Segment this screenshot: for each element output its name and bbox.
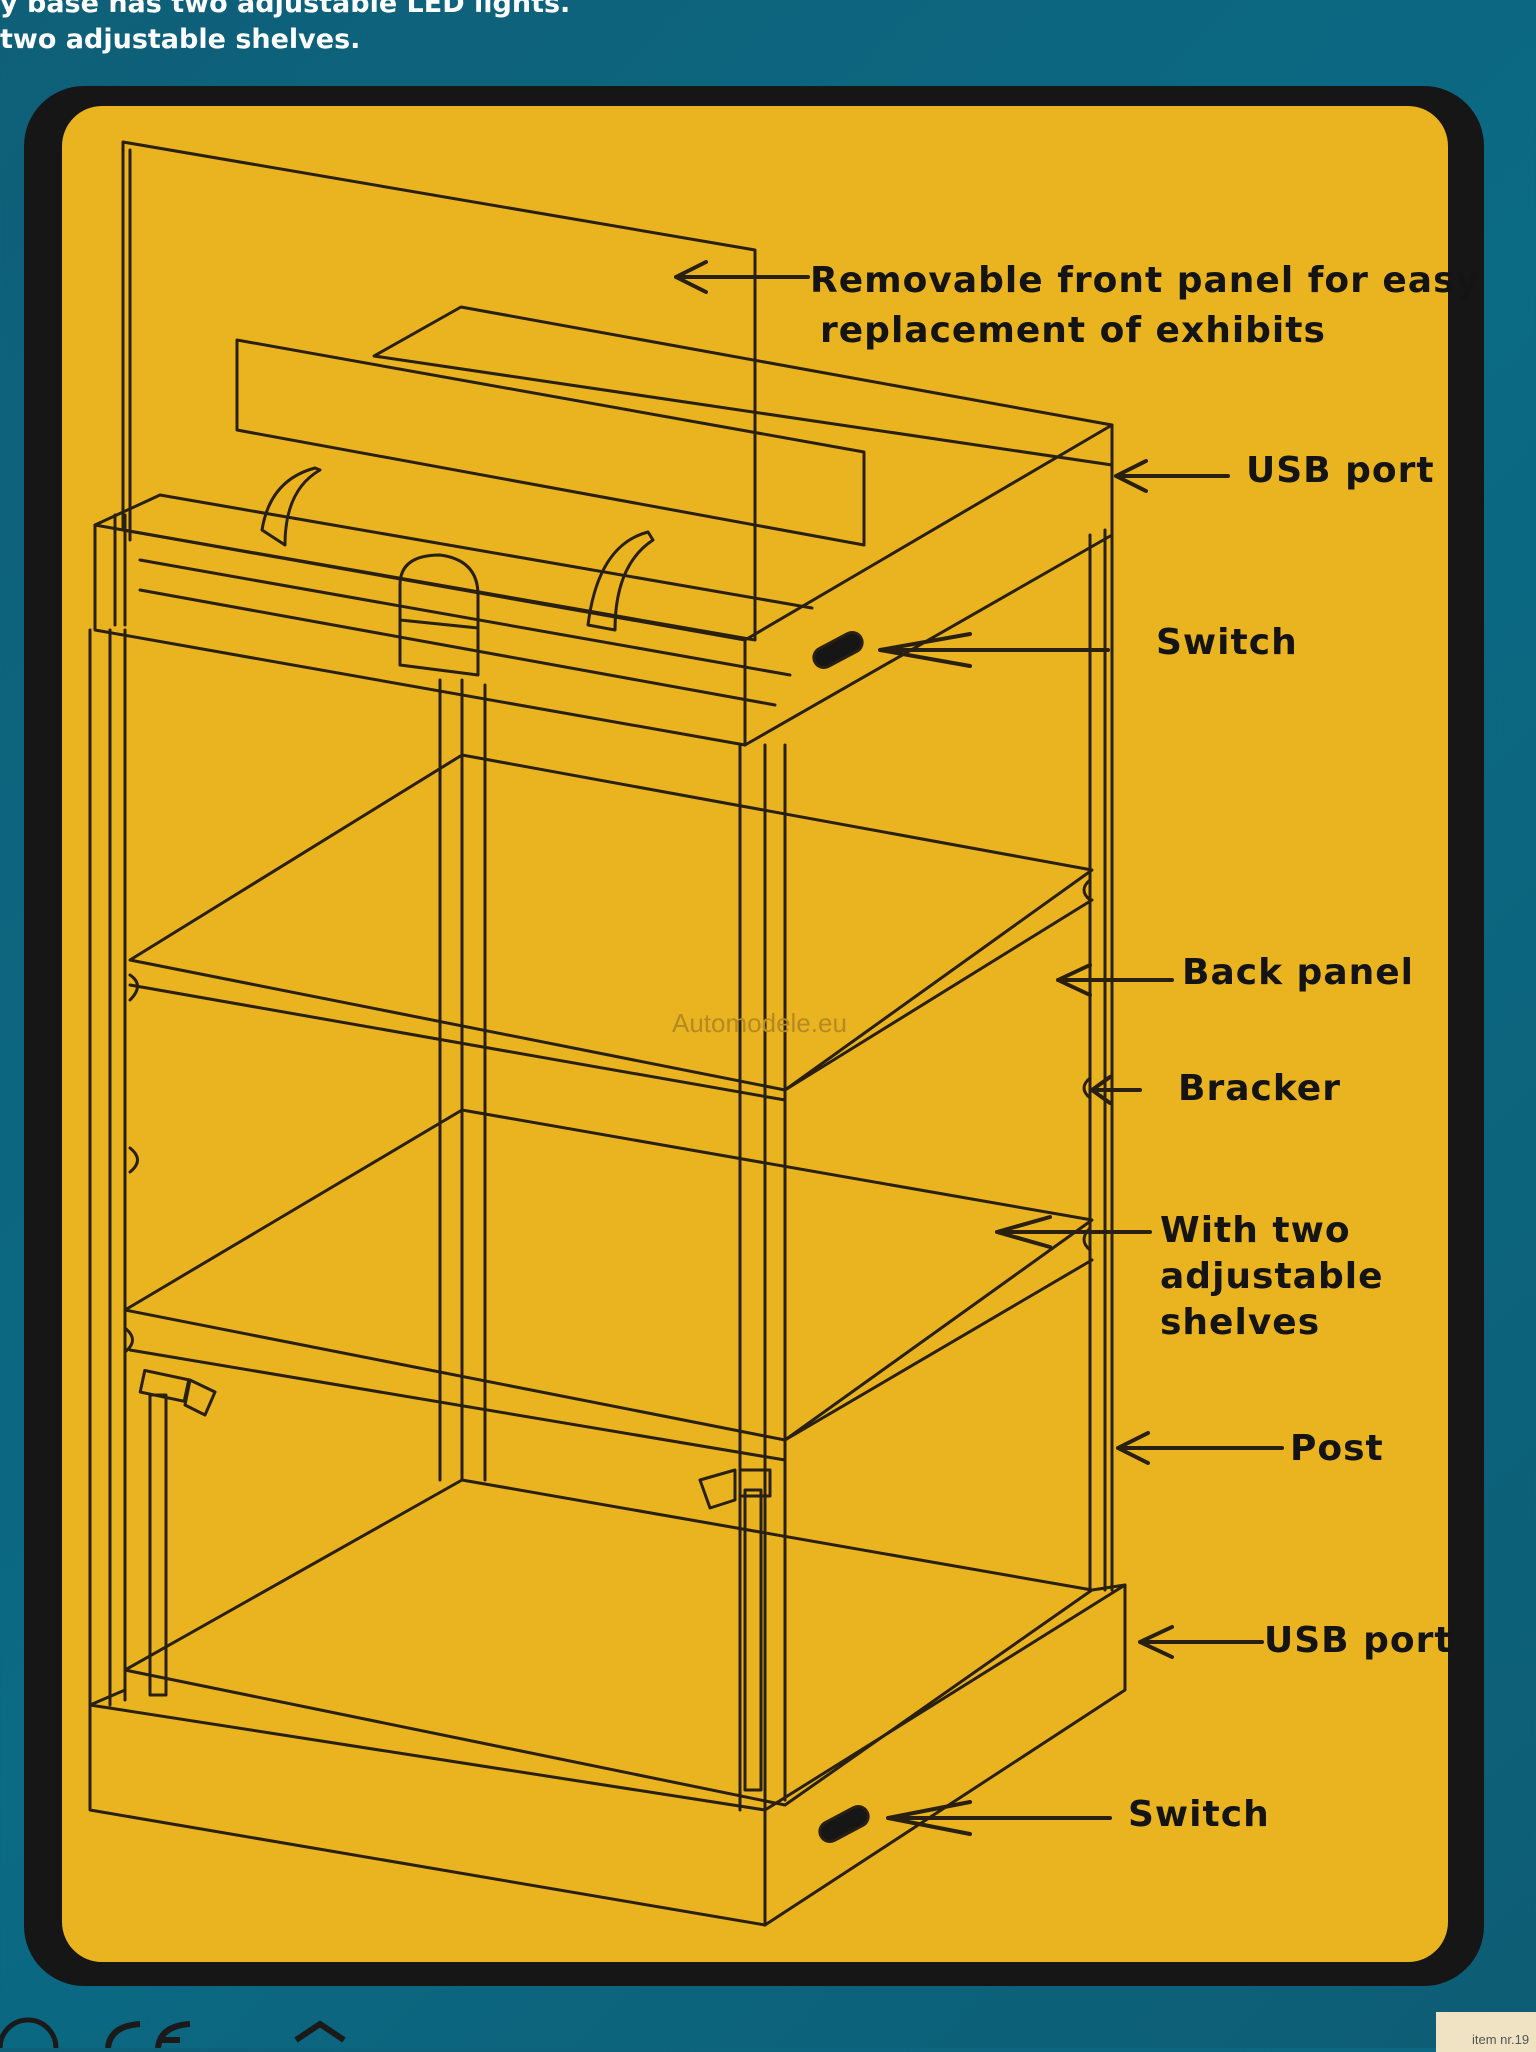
label-shelves-line-2: adjustable bbox=[1160, 1256, 1384, 1297]
post-front bbox=[738, 743, 787, 1812]
label-shelves-line-3: shelves bbox=[1160, 1302, 1321, 1343]
bracket-5 bbox=[1082, 1076, 1092, 1100]
post-back-right bbox=[1088, 528, 1114, 1592]
header-line-1: y base has two adjustable LED lights. bbox=[0, 0, 571, 19]
arrow-switch-bottom bbox=[886, 1800, 1112, 1836]
bracket-1 bbox=[128, 973, 139, 1002]
bracket-3 bbox=[123, 1326, 134, 1354]
post-back-center bbox=[438, 678, 487, 1482]
led-light-left bbox=[138, 1368, 217, 1697]
arrow-shelves bbox=[995, 1215, 1152, 1249]
front-panel bbox=[121, 140, 757, 642]
light-bar bbox=[235, 338, 866, 547]
label-switch-bottom: Switch bbox=[1128, 1794, 1270, 1835]
base-right bbox=[763, 1583, 1127, 1927]
bracket-6 bbox=[1082, 1226, 1092, 1252]
post-left bbox=[88, 628, 127, 1707]
recycle-icon bbox=[294, 2020, 346, 2043]
top-box-right bbox=[743, 423, 1114, 747]
arrow-switch-top bbox=[878, 632, 1110, 668]
arrow-usb-top bbox=[1114, 459, 1230, 493]
switch-bottom-slot bbox=[818, 1804, 870, 1844]
base-floor bbox=[123, 1478, 1094, 1807]
lamp-left bbox=[260, 466, 322, 547]
front-panel-outline bbox=[121, 140, 757, 642]
callout-arrows bbox=[674, 260, 1284, 1836]
label-usb-port-bottom: USB port bbox=[1264, 1620, 1453, 1661]
bracket-4 bbox=[1082, 878, 1092, 902]
label-front-panel-line-2: replacement of exhibits bbox=[820, 310, 1326, 351]
ce-mark-icon bbox=[105, 2021, 191, 2048]
label-shelves-line-1: With two bbox=[1160, 1210, 1351, 1251]
arrow-bracker bbox=[1090, 1075, 1142, 1105]
top-box bbox=[93, 305, 1114, 747]
watermark: Automodele.eu bbox=[672, 1008, 847, 1038]
center-light bbox=[398, 553, 480, 677]
lamp-right bbox=[586, 530, 655, 632]
base bbox=[88, 1478, 1127, 1927]
label-back-panel: Back panel bbox=[1182, 952, 1414, 993]
certification-icons bbox=[0, 2017, 346, 2048]
led-light-right bbox=[698, 1468, 772, 1792]
shelf-lower bbox=[123, 1108, 1094, 1462]
shelf-upper bbox=[128, 753, 1094, 1102]
header-text: y base has two adjustable LED lights. tw… bbox=[0, 0, 570, 58]
header-line-2: two adjustable shelves. bbox=[0, 24, 361, 55]
arrow-post bbox=[1116, 1431, 1284, 1465]
arrow-front-panel bbox=[674, 260, 810, 294]
arrow-back-panel bbox=[1056, 963, 1174, 997]
label-front-panel-line-1: Removable front panel for easy bbox=[810, 260, 1480, 301]
item-number-tag: item nr.19 bbox=[1436, 2012, 1536, 2052]
label-bracker: Bracker bbox=[1178, 1068, 1341, 1109]
base-front bbox=[88, 1703, 767, 1927]
label-usb-port-top: USB port bbox=[1246, 450, 1435, 491]
label-post: Post bbox=[1290, 1428, 1384, 1469]
arrow-usb-bottom bbox=[1138, 1625, 1264, 1659]
circle-symbol-icon bbox=[0, 2017, 59, 2048]
bracket-2 bbox=[128, 1146, 139, 1174]
label-switch-top: Switch bbox=[1156, 622, 1298, 663]
switch-top-slot bbox=[812, 630, 864, 670]
